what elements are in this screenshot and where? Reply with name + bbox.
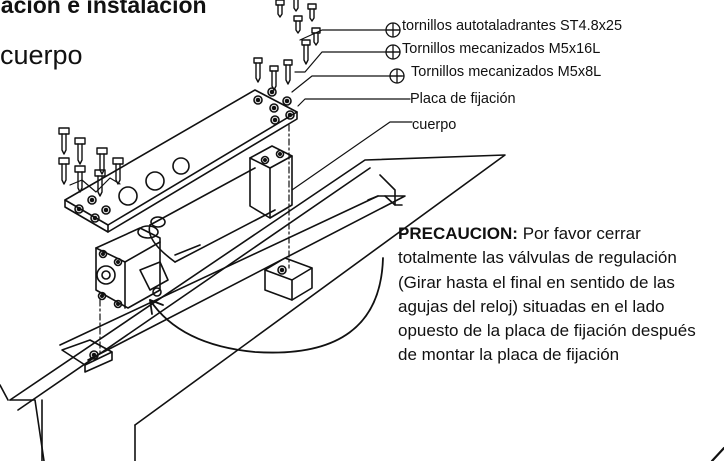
caution-heading: PRECAUCION: bbox=[398, 224, 518, 243]
legend-machine-screws-m5x8: Tornillos mecanizados M5x8L bbox=[411, 64, 602, 80]
leader-lines bbox=[69, 29, 413, 193]
diagram-title: ijación e instalación bbox=[0, 0, 207, 18]
alignment-lines bbox=[99, 124, 290, 356]
diagram-subtitle: cuerpo bbox=[0, 40, 83, 70]
legend-self-tapping-screws: tornillos autotaladrantes ST4.8x25 bbox=[402, 18, 623, 34]
legend-machine-screws-m5x16: Tornillos mecanizados M5x16L bbox=[402, 41, 601, 57]
door-frame bbox=[0, 154, 506, 461]
screws-left bbox=[58, 127, 124, 197]
mounting-plate bbox=[64, 87, 298, 233]
caution-note: PRECAUCION: Por favor cerrar totalmente … bbox=[398, 222, 708, 368]
corner-mark bbox=[710, 446, 724, 461]
crosshair-icons bbox=[385, 22, 405, 84]
caution-text: Por favor cerrar totalmente las válvulas… bbox=[398, 224, 696, 365]
legend-body: cuerpo bbox=[412, 117, 457, 133]
frame-bracket bbox=[264, 257, 313, 301]
closer-body bbox=[95, 145, 293, 309]
screws-top bbox=[253, 0, 321, 91]
legend-fixing-plate: Placa de fijación bbox=[410, 91, 516, 107]
rotation-arrow bbox=[149, 257, 384, 354]
